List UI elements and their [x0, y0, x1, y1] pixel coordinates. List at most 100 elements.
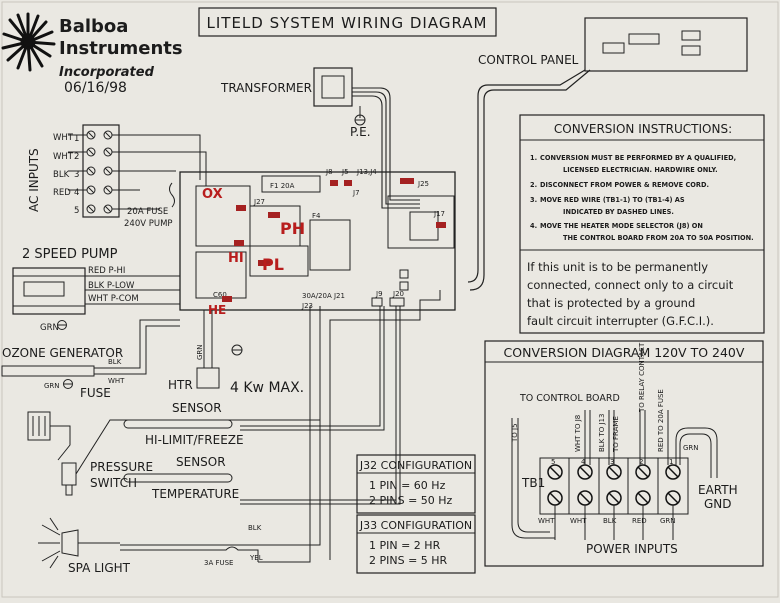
ozone-wire-label: GRN: [44, 382, 60, 390]
temperature-sensor: [123, 473, 233, 483]
connector-j25: [400, 178, 414, 184]
tb1-wire-color: GRN: [660, 517, 676, 525]
handwritten-note: HE: [208, 303, 226, 317]
relay: [195, 185, 251, 247]
tb1-wire-color: WHT: [570, 517, 587, 525]
sensor-wire: [240, 306, 385, 431]
instruction-text: LICENSED ELECTRICIAN. HARDWIRE ONLY.: [563, 166, 718, 174]
ground-icon: [354, 114, 366, 126]
instruction-number: 4.: [530, 222, 537, 230]
wire-destination-label: WHT TO J8: [574, 415, 582, 452]
earth-label: GND: [704, 497, 732, 511]
control-panel-display: [628, 33, 660, 45]
ac-wire-label: WHT: [53, 133, 74, 143]
ac-terminal-number: 2: [74, 152, 79, 162]
sunburst-icon: [1, 12, 56, 72]
wire-destination-label: TO J5: [511, 423, 519, 443]
control-panel-cable: [467, 69, 586, 283]
brand-line-2: Instruments: [59, 38, 183, 59]
diagram-date: 06/16/98: [64, 80, 127, 96]
fuse-label: 240V PUMP: [124, 219, 173, 229]
brand-line-3: Incorporated: [59, 65, 155, 80]
board-label: J9: [375, 290, 383, 298]
sensor-wire: [240, 306, 397, 501]
board-label: F1 20A: [270, 182, 295, 190]
j32-row: 1 PIN = 60 Hz: [369, 479, 446, 492]
board-label: F4: [312, 212, 321, 220]
wire-destination-label: TO FRAME: [612, 416, 620, 453]
tb1-terminal-number: 4: [581, 458, 586, 466]
j32-row: 2 PINS = 50 Hz: [369, 494, 453, 507]
pressure-label: SWITCH: [90, 476, 137, 490]
diagram-title: LITELD SYSTEM WIRING DIAGRAM: [207, 14, 488, 32]
wire-destination-label: RED TO 20A FUSE: [657, 389, 665, 452]
pe-label: P.E.: [350, 125, 371, 139]
spa-light-fuse-label: 3A FUSE: [204, 559, 233, 567]
board-label: J5: [341, 168, 349, 176]
relay: [309, 219, 351, 271]
fuse-symbol: [169, 182, 175, 208]
relay: [195, 251, 247, 299]
ac-terminal-number: 4: [74, 188, 79, 198]
heater-ground-label: GRN: [196, 344, 204, 360]
conversion-diagram-title: CONVERSION DIAGRAM 120V TO 240V: [504, 345, 745, 360]
transformer-label: TRANSFORMER: [220, 81, 312, 95]
tb1-terminal-number: 5: [551, 458, 555, 466]
ac-wire-label: RED: [53, 188, 71, 198]
ozone-wire-label: WHT: [108, 377, 125, 385]
wire-destination-label: BLK TO J13: [598, 414, 606, 453]
wire-destination-label: TO RELAY CONTACT: [638, 342, 646, 413]
sensor-label: SENSOR: [172, 401, 222, 415]
instruction-number: 1.: [530, 154, 537, 162]
spa-light-wire-label: BLK: [248, 524, 262, 532]
brand-line-1: Balboa: [59, 16, 128, 37]
ac-terminal-number: 3: [74, 170, 79, 180]
tb1-terminal-number: 1: [669, 458, 673, 466]
pump-wire-label: BLK P-LOW: [88, 281, 135, 291]
tb1-wire-color: WHT: [538, 517, 555, 525]
board-label: J13,J4: [356, 168, 377, 176]
instruction-text: CONVERSION MUST BE PERFORMED BY A QUALIF…: [540, 154, 736, 162]
title-box: [198, 7, 497, 37]
spa-light-icon: [38, 517, 120, 569]
heater-label: HTR: [168, 378, 193, 392]
board-label: J17: [433, 210, 445, 218]
control-panel-button: [681, 30, 701, 41]
handwritten-note: PL: [262, 255, 284, 274]
instructions-title: CONVERSION INSTRUCTIONS:: [554, 122, 732, 136]
instruction-number: 3.: [530, 196, 537, 204]
pump-ground-label: GRN: [40, 323, 59, 333]
tb1-label: TB1: [521, 476, 545, 490]
tb1-wire-color: BLK: [603, 517, 617, 525]
ac-terminal-number: 1: [74, 134, 79, 144]
board-label: J8: [325, 168, 333, 176]
board-label: C60: [213, 291, 227, 299]
instruction-text: INDICATED BY DASHED LINES.: [563, 208, 674, 216]
fuse-f1: [261, 175, 321, 193]
board-label: J23: [301, 302, 313, 310]
warning-line: If this unit is to be permanently: [527, 260, 708, 274]
board-wire: [329, 290, 441, 560]
transformer-wire: [352, 91, 420, 205]
ac-wire-label: BLK: [53, 170, 70, 180]
spa-light-wire-label: YEL: [249, 554, 263, 562]
control-panel-box: [584, 17, 748, 72]
j33-row: 2 PINS = 5 HR: [369, 554, 448, 567]
handwritten-note: PH: [280, 219, 305, 238]
board-pin-headers: [371, 269, 409, 307]
j32-config-box: [356, 454, 476, 514]
transformer-box: [313, 67, 353, 107]
transformer-core: [321, 75, 345, 99]
transformer-wire: [352, 95, 420, 209]
j33-title: J33 CONFIGURATION: [359, 519, 472, 532]
instruction-number: 2.: [530, 181, 537, 189]
ac-terminal-number: 5: [74, 206, 79, 216]
board-label: J20: [392, 290, 404, 298]
control-panel-label: CONTROL PANEL: [478, 53, 579, 67]
board-label: J27: [253, 198, 265, 206]
sensor-label: TEMPERATURE: [151, 487, 239, 501]
connector-housing: [387, 195, 455, 249]
sensor-label: SENSOR: [176, 455, 226, 469]
pump-plate: [23, 281, 65, 297]
conversion-instructions-box: [519, 114, 765, 334]
